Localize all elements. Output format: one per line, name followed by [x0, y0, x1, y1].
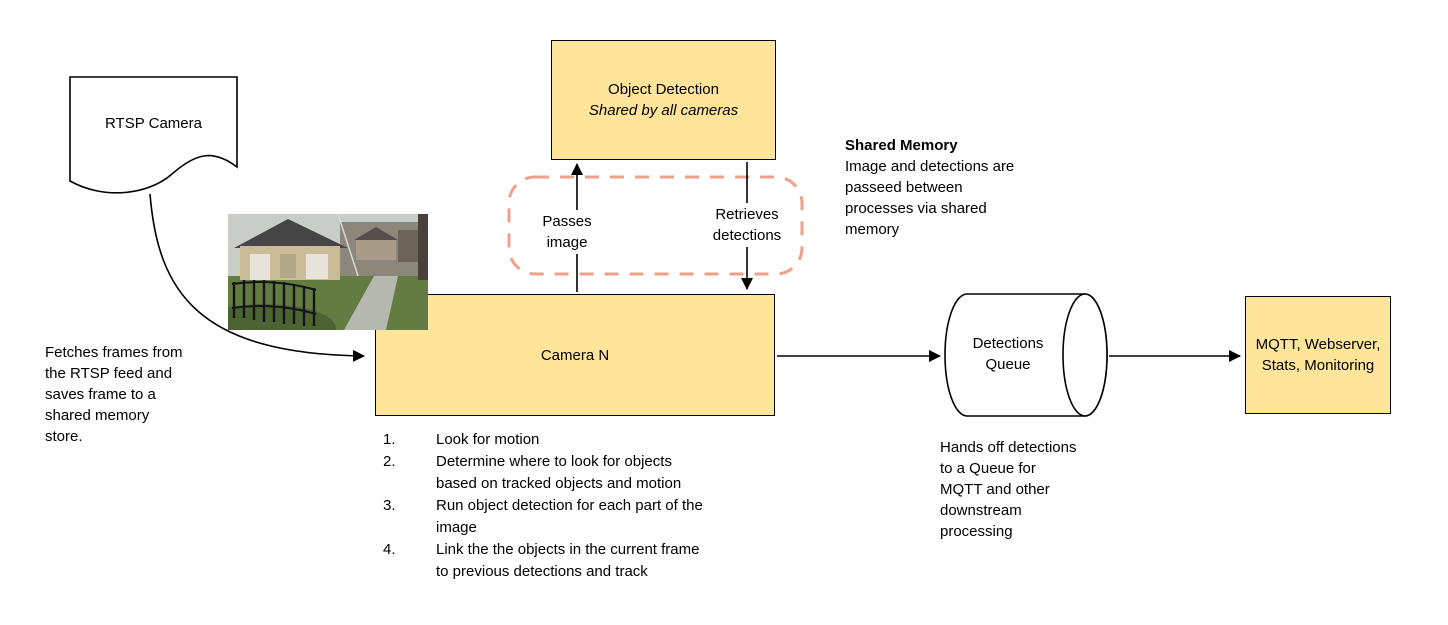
retrieves-detections-label: Retrieves detections	[702, 203, 792, 247]
shared-memory-title: Shared Memory	[845, 137, 958, 154]
queue-handoff-note: Hands off detections to a Queue for MQTT…	[940, 439, 1077, 540]
step-number: 1.	[383, 431, 396, 448]
mqtt-webserver-box: MQTT, Webserver, Stats, Monitoring	[1245, 296, 1391, 414]
step-text: Link the the objects in the current fram…	[436, 541, 700, 580]
step-text: Run object detection for each part of th…	[436, 497, 703, 536]
fetch-arrow	[149, 193, 365, 362]
step-item: 3. Run object detection for each part of…	[383, 495, 703, 539]
object-detection-box: Object Detection Shared by all cameras	[551, 40, 776, 160]
shared-memory-dashed-region	[507, 175, 804, 276]
object-detection-subtitle: Shared by all cameras	[588, 102, 739, 119]
detections-queue-label: Detections Queue	[972, 335, 1044, 373]
step-number: 3.	[383, 497, 396, 514]
rtsp-document-shape	[69, 76, 238, 194]
camera-n-label: Camera N	[540, 346, 610, 364]
shared-memory-note: Shared Memory Image and detections are p…	[845, 135, 1070, 240]
step-text: Look for motion	[436, 431, 540, 448]
passes-image-label: Passes image	[531, 210, 603, 254]
object-detection-title: Object Detection	[608, 81, 719, 98]
camera-n-box: Camera N	[375, 294, 775, 416]
camera-steps-list: 1. Look for motion 2. Determine where to…	[383, 429, 703, 583]
step-item: 1. Look for motion	[383, 429, 703, 451]
mqtt-webserver-label: MQTT, Webserver, Stats, Monitoring	[1255, 336, 1381, 374]
step-item: 4. Link the the objects in the current f…	[383, 539, 703, 583]
camera-snapshot-image	[192, 213, 428, 352]
detections-queue-shape	[944, 293, 1108, 417]
step-text: Determine where to look for objects base…	[436, 453, 682, 492]
step-item: 2. Determine where to look for objects b…	[383, 451, 703, 495]
fetch-frames-note: Fetches frames from the RTSP feed and sa…	[45, 344, 183, 445]
step-number: 2.	[383, 453, 396, 470]
step-number: 4.	[383, 541, 396, 558]
shared-memory-body: Image and detections are passeed between…	[845, 158, 1015, 238]
rtsp-camera-label: RTSP Camera	[105, 115, 202, 132]
